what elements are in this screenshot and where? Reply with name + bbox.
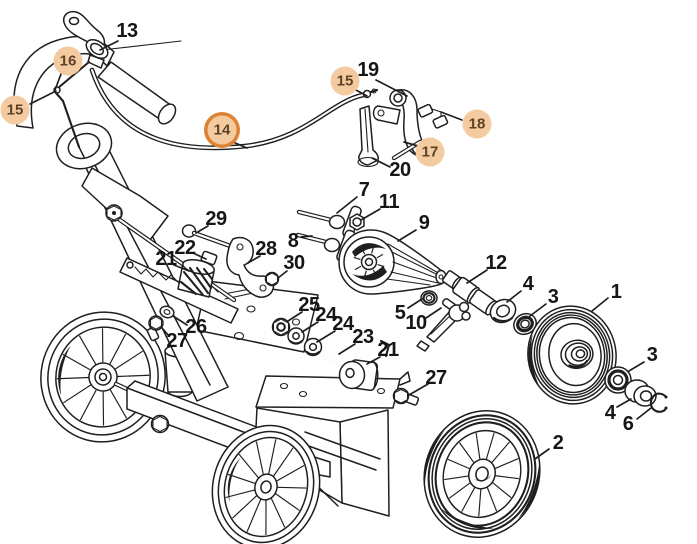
part-number-25: 25 bbox=[298, 294, 320, 316]
part-number-26: 26 bbox=[185, 316, 207, 338]
part-number-7: 7 bbox=[358, 179, 370, 201]
part-number-1: 1 bbox=[610, 281, 622, 303]
part-number-27: 27 bbox=[166, 330, 188, 352]
part-badge-14[interactable]: 14 bbox=[207, 115, 237, 145]
wheel-2-drawing bbox=[423, 410, 541, 538]
leader-line-22 bbox=[192, 252, 207, 260]
part-number-27: 27 bbox=[425, 367, 447, 389]
part-number-5: 5 bbox=[394, 302, 406, 324]
part-number-29: 29 bbox=[205, 208, 227, 230]
column-drawing bbox=[55, 122, 239, 402]
bottom-wheel-drawing bbox=[211, 424, 321, 544]
leader-line-16 bbox=[54, 73, 62, 91]
leader-line-4 bbox=[616, 398, 632, 408]
bearing-set-right-drawing bbox=[604, 366, 668, 413]
part-number-2: 2 bbox=[552, 432, 564, 454]
part-number-6: 6 bbox=[622, 413, 634, 435]
wheel-1-drawing bbox=[527, 305, 617, 405]
leader-line-1 bbox=[591, 297, 609, 312]
part-number-19: 19 bbox=[357, 59, 379, 81]
part-badge-15[interactable]: 15 bbox=[330, 66, 360, 96]
part-number-28: 28 bbox=[255, 238, 277, 260]
leader-line-15 bbox=[29, 90, 57, 105]
leader-line-2 bbox=[534, 448, 550, 460]
leader-line-24 bbox=[316, 330, 336, 343]
leader-line-15 bbox=[355, 89, 368, 97]
part-badge-18[interactable]: 18 bbox=[462, 109, 492, 139]
part-number-10: 10 bbox=[405, 312, 427, 334]
leader-line-10 bbox=[425, 307, 442, 319]
leader-line-12 bbox=[466, 269, 488, 284]
leader-line-18 bbox=[440, 111, 463, 121]
small-parts-left-drawing bbox=[146, 224, 280, 342]
leader-line-25 bbox=[287, 311, 303, 322]
part-number-8: 8 bbox=[287, 230, 299, 252]
part-number-3: 3 bbox=[547, 286, 559, 308]
leader-line-21 bbox=[173, 264, 190, 272]
leader-line-24 bbox=[301, 321, 319, 333]
leader-line-19 bbox=[375, 79, 408, 97]
part-number-9: 9 bbox=[418, 212, 430, 234]
part-number-22: 22 bbox=[174, 237, 196, 259]
leader-line-7 bbox=[336, 196, 358, 214]
part-number-20: 20 bbox=[389, 159, 411, 181]
part-number-24: 24 bbox=[315, 304, 337, 326]
part-number-12: 12 bbox=[485, 252, 507, 274]
part-number-21: 21 bbox=[155, 248, 177, 270]
part-number-4: 4 bbox=[604, 402, 616, 424]
part-number-13: 13 bbox=[116, 20, 138, 42]
leader-line-26 bbox=[172, 315, 188, 326]
leader-line-9 bbox=[397, 229, 417, 242]
part-badge-17[interactable]: 17 bbox=[415, 137, 445, 167]
throttle-cable-drawing bbox=[89, 67, 379, 151]
leader-line-27 bbox=[408, 383, 429, 396]
leader-line-11 bbox=[360, 208, 381, 221]
leader-line-21 bbox=[366, 356, 381, 365]
handlebar-drawing bbox=[13, 35, 182, 129]
leader-line-29 bbox=[195, 225, 209, 234]
part-number-21: 21 bbox=[377, 339, 399, 361]
leader-line-8 bbox=[300, 235, 313, 238]
throttle-lever-drawing bbox=[63, 10, 109, 69]
leader-line-14 bbox=[232, 141, 248, 149]
leader-line-13 bbox=[99, 40, 119, 51]
part-number-4: 4 bbox=[522, 273, 534, 295]
part-number-23: 23 bbox=[352, 326, 374, 348]
part-number-24: 24 bbox=[332, 313, 354, 335]
drive-shaft-drawing bbox=[416, 270, 498, 352]
part-number-11: 11 bbox=[378, 191, 400, 213]
leader-line-4 bbox=[506, 290, 522, 303]
leader-line-3 bbox=[529, 303, 547, 317]
leader-line-23 bbox=[338, 343, 356, 355]
belt-cover-drawing bbox=[338, 229, 447, 295]
part-number-3: 3 bbox=[646, 344, 658, 366]
leader-line-28 bbox=[247, 255, 261, 264]
leader-line-20 bbox=[371, 157, 391, 168]
leader-line-6 bbox=[636, 407, 652, 420]
part-number-30: 30 bbox=[283, 252, 305, 274]
part-badge-15[interactable]: 15 bbox=[0, 95, 30, 125]
part-badge-16[interactable]: 16 bbox=[53, 46, 83, 76]
leader-line-30 bbox=[277, 270, 288, 279]
leader-line-27 bbox=[161, 327, 170, 337]
bearing-set-left-drawing bbox=[489, 298, 537, 336]
leader-line-3 bbox=[628, 361, 645, 372]
leader-line-5 bbox=[407, 298, 423, 309]
